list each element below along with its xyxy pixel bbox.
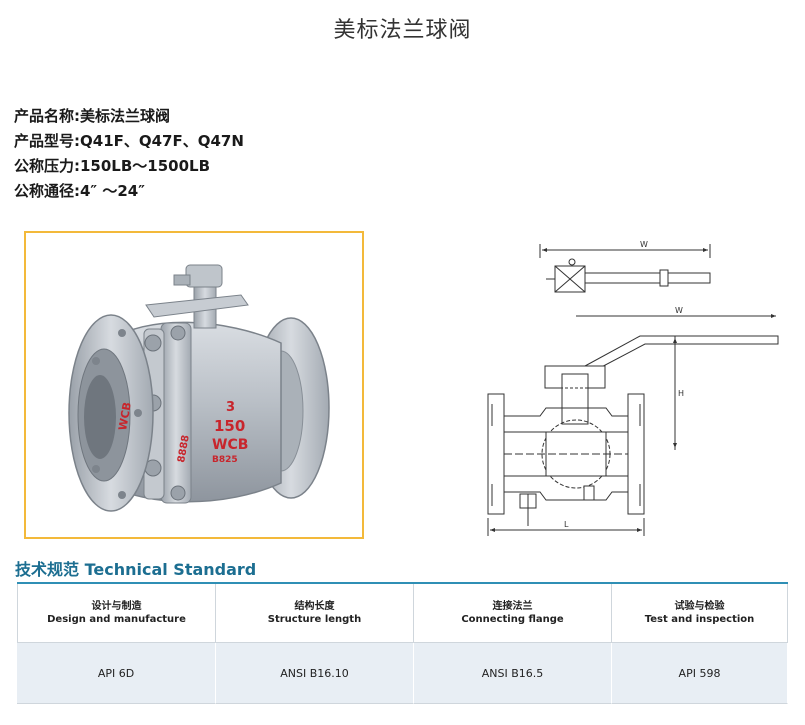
- spec-nominal-diameter: 公称通径:4″ ～24″: [14, 179, 244, 204]
- page-title: 美标法兰球阀: [333, 18, 472, 43]
- spec-label: 公称压力:: [14, 157, 80, 175]
- spec-value: 美标法兰球阀: [80, 107, 171, 125]
- technical-standard-title: 技术规范 Technical Standard: [15, 560, 257, 579]
- body-mark-text: 8888: [176, 434, 192, 463]
- column-header-zh: 设计与制造: [91, 601, 142, 612]
- column-header-zh: 结构长度: [294, 601, 335, 612]
- spec-product-name: 产品名称:美标法兰球阀: [14, 104, 244, 129]
- body-mark-text: WCB: [212, 437, 248, 453]
- column-header-en: Connecting flange: [461, 614, 564, 625]
- table-cell-test: API 598: [612, 643, 788, 704]
- table-cell-structure: ANSI B16.10: [216, 643, 414, 704]
- column-header-en: Test and inspection: [644, 614, 755, 625]
- technical-drawing: W W H: [480, 236, 785, 541]
- column-header-test: 试验与检验 Test and inspection: [612, 584, 788, 643]
- product-specs: 产品名称:美标法兰球阀 产品型号:Q41F、Q47F、Q47N 公称压力:150…: [14, 104, 244, 204]
- spec-label: 产品型号:: [14, 132, 80, 150]
- dimension-label-l: L: [564, 520, 569, 529]
- product-photo: WCB 3 150 WCB B825 8888: [24, 231, 364, 539]
- column-header-flange: 连接法兰 Connecting flange: [414, 584, 612, 643]
- spec-value: 150LB～1500LB: [80, 157, 211, 175]
- body-mark-text: 3: [226, 400, 235, 415]
- spec-nominal-pressure: 公称压力:150LB～1500LB: [14, 154, 244, 179]
- column-header-structure: 结构长度 Structure length: [216, 584, 414, 643]
- table-cell-flange: ANSI B16.5: [414, 643, 612, 704]
- body-mark-text: 150: [214, 417, 245, 435]
- body-mark-text: WCB: [116, 401, 134, 431]
- spec-value: Q41F、Q47F、Q47N: [80, 132, 244, 150]
- column-header-design: 设计与制造 Design and manufacture: [17, 584, 216, 643]
- technical-standard-table: 设计与制造 Design and manufacture 结构长度 Struct…: [17, 582, 788, 704]
- column-header-zh: 试验与检验: [674, 601, 725, 612]
- spec-label: 产品名称:: [14, 107, 80, 125]
- table-cell-design: API 6D: [17, 643, 216, 704]
- spec-value: 4″ ～24″: [80, 182, 145, 200]
- column-header-en: Design and manufacture: [47, 614, 186, 625]
- dimension-label-h: H: [678, 389, 684, 398]
- body-mark-text: B825: [212, 455, 238, 465]
- spec-label: 公称通径:: [14, 182, 80, 200]
- ball-valve-illustration: WCB 3 150 WCB B825 8888: [68, 264, 330, 512]
- dimension-label-w-top: W: [640, 240, 648, 249]
- column-header-zh: 连接法兰: [492, 601, 533, 612]
- spec-product-model: 产品型号:Q41F、Q47F、Q47N: [14, 129, 244, 154]
- dimension-label-w-side: W: [675, 306, 683, 315]
- valve-cross-section-drawing: W W H: [487, 240, 779, 536]
- column-header-en: Structure length: [267, 614, 362, 625]
